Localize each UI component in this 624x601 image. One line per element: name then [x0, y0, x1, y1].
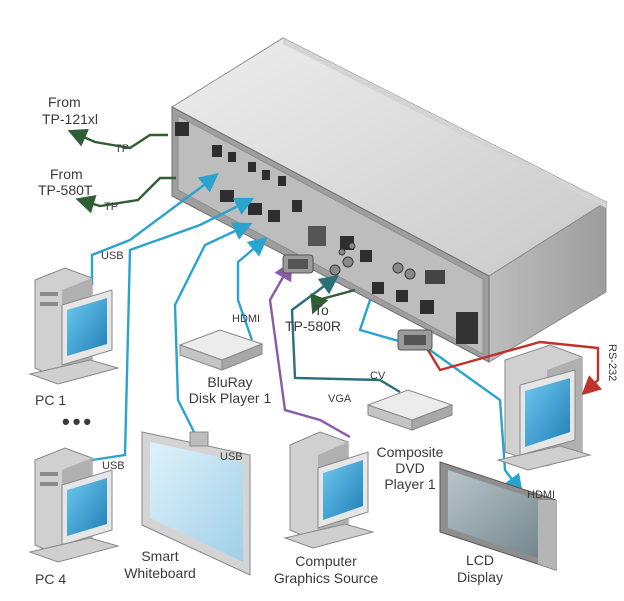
lcd-label-line1: LCD [465, 552, 494, 568]
pc4-computer-icon [28, 447, 120, 563]
bluray-player-icon [178, 329, 264, 371]
hdmi-lcd-label: HDMI [527, 489, 556, 501]
hdmi-cable-lcd [358, 299, 523, 494]
whiteboard-label-line2: Whiteboard [124, 565, 196, 581]
smart-whiteboard-icon [141, 431, 251, 576]
dvd-player-icon [366, 389, 454, 431]
pc1-label: PC 1 [35, 392, 67, 408]
from-tp121-label-line2: TP-121xl [42, 111, 99, 127]
dvd-label-line1: Composite [376, 444, 444, 460]
tp-cable-out [310, 288, 356, 315]
switcher-unit [170, 37, 608, 363]
lcd-display-icon [439, 461, 557, 571]
lcd-label-line2: Display [457, 569, 503, 585]
from-tp121-label-line1: From [48, 94, 81, 110]
vga-cable [268, 260, 351, 439]
rear-rca-jacks [329, 242, 416, 280]
usb-cable-pc1 [90, 173, 219, 285]
from-tp580t-label-line1: From [50, 166, 83, 182]
bluray-label-line1: BluRay [207, 374, 253, 390]
rs232-label: RS-232 [606, 344, 618, 382]
usb-cable-whiteboard [173, 222, 253, 441]
pc4-label: PC 4 [35, 571, 67, 587]
whiteboard-label-line1: Smart [141, 548, 179, 564]
tp-cable-2-label: TP [104, 201, 119, 213]
bluray-label-line2: Disk Player 1 [188, 390, 272, 406]
control-pc-icon [496, 344, 592, 471]
rs232-connector [397, 329, 433, 351]
vga-cable-label: VGA [328, 393, 352, 405]
from-tp580t-label-line2: TP-580T [38, 182, 93, 198]
tp-cable-1 [67, 128, 168, 150]
dvd-label-line2: DVD [395, 460, 425, 476]
more-pcs-ellipsis: ••• [62, 409, 95, 434]
usb-pc1-label: USB [101, 250, 124, 262]
usb-whiteboard-label: USB [220, 451, 243, 463]
graphics-source-label-line2: Graphics Source [273, 570, 379, 586]
tp-cable-1-label: TP [115, 143, 130, 155]
usb-cable-pc4 [91, 197, 255, 462]
rear-connectors [175, 122, 478, 344]
cv-cable-label: CV [370, 370, 386, 382]
pc1-computer-icon [28, 267, 120, 385]
hdmi-bluray-label: HDMI [232, 313, 261, 325]
vga-connector [282, 254, 314, 274]
to-tp580r-label-line1: To [314, 302, 329, 318]
to-tp580r-label-line2: TP-580R [285, 318, 342, 334]
dvd-label-line3: Player 1 [384, 476, 436, 492]
hdmi-cable-bluray [236, 236, 268, 341]
rs232-cable [423, 340, 603, 396]
graphics-source-pc-icon [283, 431, 375, 549]
cv-cable [290, 275, 401, 394]
usb-pc4-label: USB [102, 460, 125, 472]
graphics-source-label-line1: Computer [295, 553, 357, 569]
tp-cable-2 [75, 176, 176, 214]
